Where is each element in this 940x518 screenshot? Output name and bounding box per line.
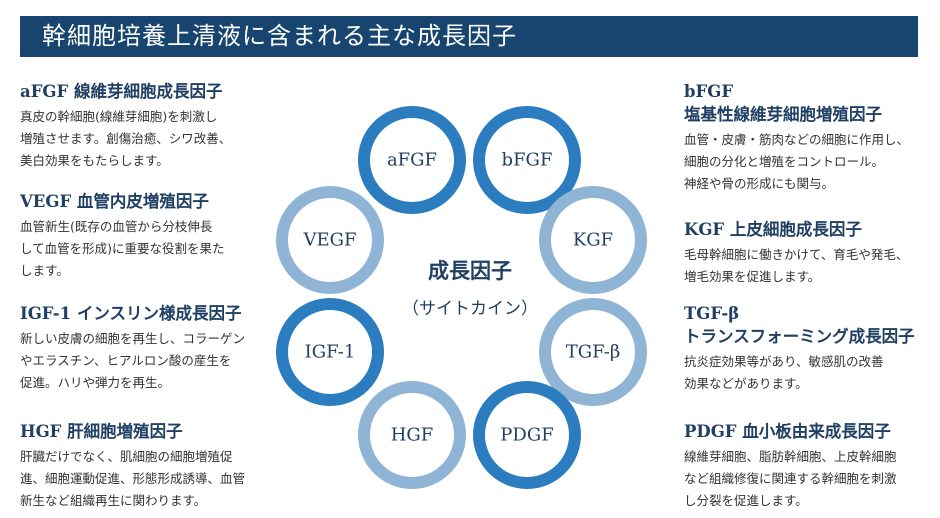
kgf-title: KGF 上皮細胞成長因子 xyxy=(684,220,862,239)
bfgf-text-line: 細胞の分化と増殖をコントロール。 xyxy=(684,154,885,169)
pdgf-text-line: 線維芽細胞、脂肪幹細胞、上皮幹細胞 xyxy=(684,449,897,464)
igf1-text-line: やエラスチン、ヒアルロン酸の産生を xyxy=(20,353,232,368)
vegf-ring-label: VEGF xyxy=(302,230,356,251)
igf1-text-line: 促進。ハリや弾力を再生。 xyxy=(20,375,171,390)
afgf-text: 真皮の幹細胞(線維芽細胞)を刺激し 増殖させます。創傷治癒、シワ改善、 美白効果… xyxy=(20,106,268,172)
afgf-description: aFGF 線維芽細胞成長因子 真皮の幹細胞(線維芽細胞)を刺激し 増殖させます。… xyxy=(20,80,268,172)
afgf-title: aFGF 線維芽細胞成長因子 xyxy=(20,82,223,101)
bfgf-ring xyxy=(473,106,581,214)
igf1-text: 新しい皮膚の細胞を再生し、コラーゲン やエラスチン、ヒアルロン酸の産生を 促進。… xyxy=(20,328,268,394)
bfgf-description: bFGF 塩基性線維芽細胞増殖因子 血管・皮膚・筋肉などの細胞に作用し、 細胞の… xyxy=(684,80,932,195)
hgf-ring-label: HGF xyxy=(391,425,434,446)
bfgf-title: bFGF xyxy=(684,82,734,101)
vegf-text-line: して血管を形成)に重要な役割を果た xyxy=(20,241,225,256)
center-subtitle: （サイトカイン） xyxy=(402,299,538,319)
pdgf-ring-label: PDGF xyxy=(500,425,553,446)
afgf-text-line: 増殖させます。創傷治癒、シワ改善、 xyxy=(20,131,232,146)
kgf-ring xyxy=(539,186,647,294)
bfgf-text-line: 血管・皮膚・筋肉などの細胞に作用し、 xyxy=(684,132,910,147)
vegf-description: VEGF 血管内皮増殖因子 血管新生(既存の血管から分枝伸長 して血管を形成)に… xyxy=(20,190,268,282)
vegf-ring xyxy=(276,186,384,294)
page-title: 幹細胞培養上清液に含まれる主な成長因子 xyxy=(20,16,918,57)
igf1-title: IGF-1 インスリン様成長因子 xyxy=(20,304,242,323)
igf1-ring xyxy=(276,298,384,406)
center-title: 成長因子 xyxy=(428,258,512,283)
hgf-text-line: 肝臓だけでなく、肌細胞の細胞増殖促 xyxy=(20,449,233,464)
tgf-beta-title: TGF-β xyxy=(684,304,740,323)
hgf-title: HGF 肝細胞増殖因子 xyxy=(20,422,183,441)
vegf-text-line: します。 xyxy=(20,263,69,278)
pdgf-text: 線維芽細胞、脂肪幹細胞、上皮幹細胞 など組織修復に関連する幹細胞を刺激 し分裂を… xyxy=(684,446,932,512)
kgf-text-line: 増毛効果を促進します。 xyxy=(684,269,821,284)
vegf-text: 血管新生(既存の血管から分枝伸長 して血管を形成)に重要な役割を果た します。 xyxy=(20,216,268,282)
igf1-ring-label: IGF-1 xyxy=(305,342,356,363)
pdgf-text-line: し分裂を促進します。 xyxy=(684,493,808,508)
tgf-beta-ring xyxy=(539,298,647,406)
pdgf-title: PDGF 血小板由来成長因子 xyxy=(684,422,891,441)
igf1-text-line: 新しい皮膚の細胞を再生し、コラーゲン xyxy=(20,331,246,346)
hgf-text-line: 新生など組織再生に関わります。 xyxy=(20,493,207,508)
tgf-beta-description: TGF-β トランスフォーミング成長因子 抗炎症効果等があり、敏感肌の改善 効果… xyxy=(684,302,932,395)
bfgf-text: 血管・皮膚・筋肉などの細胞に作用し、 細胞の分化と増殖をコントロール。 神経や骨… xyxy=(684,129,932,195)
pdgf-text-line: など組織修復に関連する幹細胞を刺激 xyxy=(684,471,897,486)
hgf-text-line: 進、細胞運動促進、形態形成誘導、血管 xyxy=(20,471,246,486)
hgf-ring xyxy=(358,381,466,489)
tgf-beta-ring-label: TGF-β xyxy=(566,342,621,363)
bfgf-ring-label: bFGF xyxy=(502,150,553,171)
pdgf-ring xyxy=(473,381,581,489)
hgf-text: 肝臓だけでなく、肌細胞の細胞増殖促 進、細胞運動促進、形態形成誘導、血管 新生な… xyxy=(20,446,268,512)
kgf-description: KGF 上皮細胞成長因子 毛母幹細胞に働きかけて、育毛や発毛、 増毛効果を促進し… xyxy=(684,218,932,288)
tgf-beta-title: トランスフォーミング成長因子 xyxy=(684,327,915,346)
pdgf-description: PDGF 血小板由来成長因子 線維芽細胞、脂肪幹細胞、上皮幹細胞 など組織修復に… xyxy=(684,420,932,512)
hgf-description: HGF 肝細胞増殖因子 肝臓だけでなく、肌細胞の細胞増殖促 進、細胞運動促進、形… xyxy=(20,420,268,512)
afgf-text-line: 真皮の幹細胞(線維芽細胞)を刺激し xyxy=(20,109,218,124)
tgf-beta-text-line: 効果などがあります。 xyxy=(684,376,808,391)
afgf-ring-label: aFGF xyxy=(387,150,437,171)
afgf-ring xyxy=(358,106,466,214)
tgf-beta-text-line: 抗炎症効果等があり、敏感肌の改善 xyxy=(684,354,884,369)
afgf-text-line: 美白効果をもたらします。 xyxy=(20,153,169,168)
bfgf-text-line: 神経や骨の形成にも関与。 xyxy=(684,176,835,191)
kgf-text: 毛母幹細胞に働きかけて、育毛や発毛、 増毛効果を促進します。 xyxy=(684,244,932,288)
vegf-text-line: 血管新生(既存の血管から分枝伸長 xyxy=(20,219,213,234)
bfgf-title: 塩基性線維芽細胞増殖因子 xyxy=(684,105,882,124)
tgf-beta-text: 抗炎症効果等があり、敏感肌の改善 効果などがあります。 xyxy=(684,351,932,395)
igf1-description: IGF-1 インスリン様成長因子 新しい皮膚の細胞を再生し、コラーゲン やエラス… xyxy=(20,302,268,394)
kgf-ring-label: KGF xyxy=(573,230,613,251)
kgf-text-line: 毛母幹細胞に働きかけて、育毛や発毛、 xyxy=(684,247,909,262)
vegf-title: VEGF 血管内皮増殖因子 xyxy=(20,192,209,211)
